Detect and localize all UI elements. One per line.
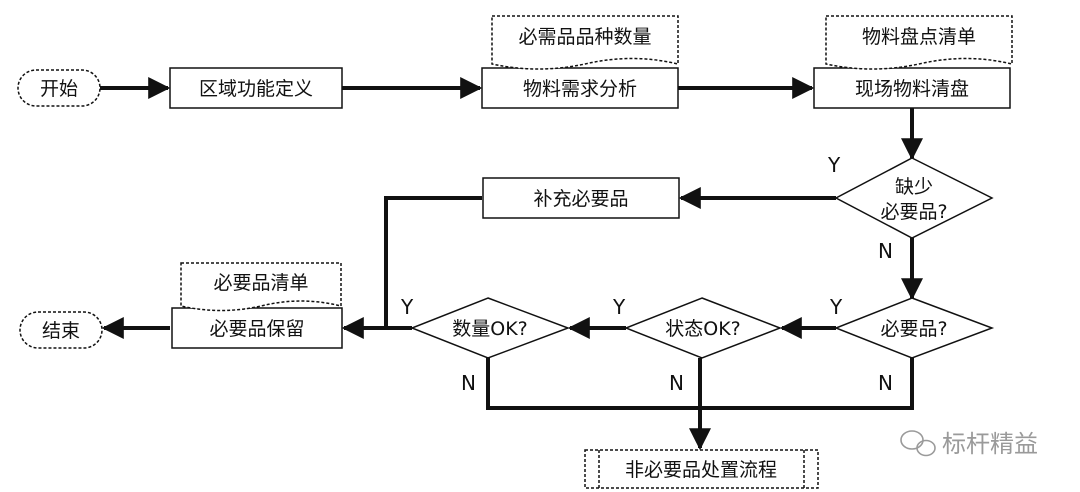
connectors: [100, 77, 923, 451]
status-yes-label: Y: [612, 295, 626, 319]
process-inventory-check: 现场物料清盘: [813, 67, 1011, 109]
process-analyze-needs: 物料需求分析: [481, 67, 679, 109]
decision-quantity-ok: 数量OK?: [409, 297, 571, 359]
lack-yes-label: Y: [827, 153, 841, 177]
terminator-end: 结束: [19, 311, 103, 349]
inventory-check-label: 现场物料清盘: [855, 78, 969, 100]
needed-yes-label: Y: [829, 295, 843, 319]
chat-bubbles-icon: [900, 430, 936, 457]
needed-list-label: 必要品清单: [213, 272, 308, 294]
decision-status-ok: 状态OK?: [623, 297, 783, 359]
lack-needed-label-line2: 必要品?: [880, 201, 947, 223]
decision-lack-needed: 缺少 必要品?: [834, 157, 994, 239]
line-supplement-to-keep: [384, 196, 482, 328]
supplement-label: 补充必要品: [533, 188, 628, 210]
process-supplement: 补充必要品: [482, 177, 680, 219]
quantity-yes-label: Y: [400, 295, 414, 319]
process-define-areas: 区域功能定义: [169, 67, 343, 109]
quantity-no-label: N: [461, 371, 476, 395]
needed-no-label: N: [878, 371, 893, 395]
watermark: 标杆精益: [900, 430, 1038, 458]
document-needed-list: 必要品清单: [180, 262, 342, 312]
decision-is-needed: 必要品?: [833, 297, 995, 359]
material-list-label: 物料盘点清单: [862, 26, 976, 48]
process-unneeded: 非必要品处置流程: [584, 449, 819, 489]
analyze-needs-label: 物料需求分析: [523, 78, 637, 100]
watermark-text: 标杆精益: [942, 430, 1038, 458]
document-material-list: 物料盘点清单: [825, 15, 1013, 70]
needed-types-qty-label: 必需品品种数量: [518, 26, 651, 48]
lack-needed-label-line1: 缺少: [895, 176, 933, 198]
quantity-ok-label: 数量OK?: [452, 318, 528, 340]
keep-needed-label: 必要品保留: [209, 318, 304, 340]
lack-no-label: N: [878, 239, 893, 263]
unneeded-process-label: 非必要品处置流程: [625, 459, 777, 481]
end-label: 结束: [42, 320, 80, 342]
start-label: 开始: [40, 78, 78, 100]
is-needed-label: 必要品?: [880, 318, 947, 340]
status-no-label: N: [669, 371, 684, 395]
process-keep-needed: 必要品保留: [171, 307, 343, 349]
define-areas-label: 区域功能定义: [199, 78, 313, 100]
document-needed-types-qty: 必需品品种数量: [491, 15, 679, 70]
status-ok-label: 状态OK?: [665, 318, 741, 340]
terminator-start: 开始: [17, 69, 101, 107]
